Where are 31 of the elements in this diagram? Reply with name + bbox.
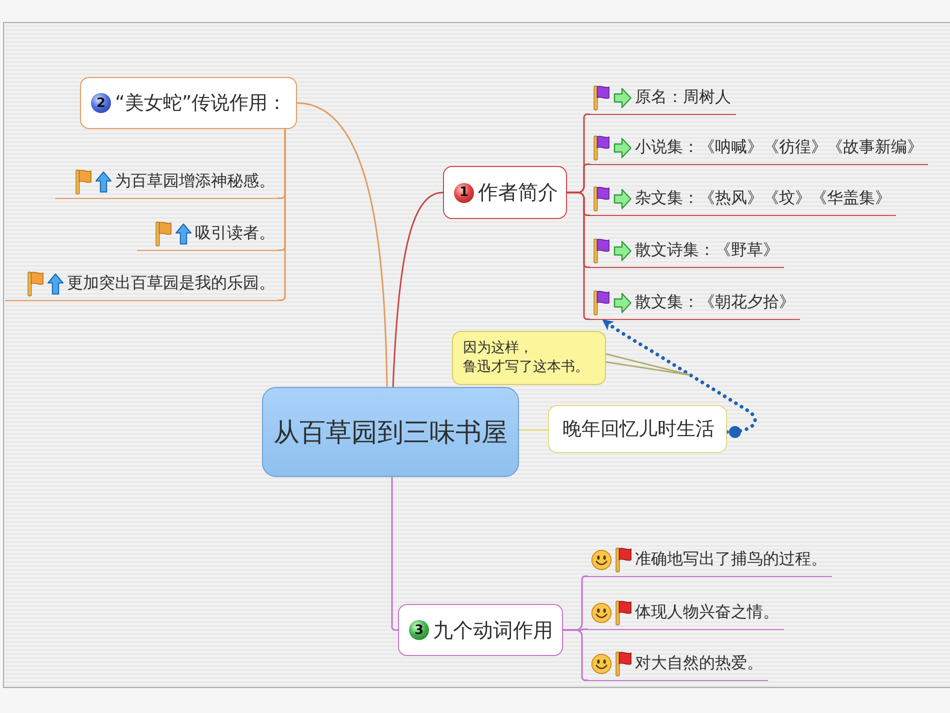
main-topic: [398, 604, 563, 656]
topic-text: 散文诗集：《野草》: [635, 240, 779, 261]
topic-text: 原名：周树人: [635, 87, 731, 108]
number-marker: 2: [91, 93, 111, 113]
topic-text: 为百草园增添神秘感。: [115, 171, 275, 192]
central-topic: 从百草园到三味书屋: [262, 387, 519, 477]
topic-text: 准确地写出了捕鸟的过程。: [635, 549, 827, 570]
branch-line: [296, 102, 388, 388]
topic-text: 小说集：《呐喊》《彷徨》《故事新编》: [635, 137, 923, 158]
branch-line: [278, 129, 286, 301]
topic-text: 对大自然的热爱。: [635, 653, 763, 674]
topic-text: “美女蛇”传说作用：: [115, 91, 287, 116]
number-marker: 1: [454, 182, 474, 202]
topic-text: 吸引读者。: [195, 223, 275, 244]
branch-line: [567, 192, 590, 320]
callout-note: 因为这样，鲁迅才写了这本书。: [452, 331, 606, 385]
topic-text: 九个动词作用: [433, 616, 553, 644]
topic-text: 杂文集：《热风》《坟》《华盖集》: [635, 188, 891, 209]
topic-text: 体现人物兴奋之情。: [635, 602, 779, 623]
main-topic: [443, 166, 567, 219]
branch-line: [391, 477, 398, 631]
branch-line: [392, 192, 444, 388]
topic-text: 作者简介: [478, 179, 558, 206]
branch-line: [519, 429, 548, 431]
topic-text: 更加突出百草园是我的乐园。: [67, 273, 275, 294]
main-topic: [80, 77, 297, 129]
leader-line: [605, 353, 691, 376]
relationship-arrow: [601, 318, 757, 438]
main-topic: 晚年回忆儿时生活: [548, 405, 727, 453]
number-marker: 3: [409, 620, 429, 640]
topic-text: 散文集：《朝花夕拾》: [635, 292, 795, 313]
